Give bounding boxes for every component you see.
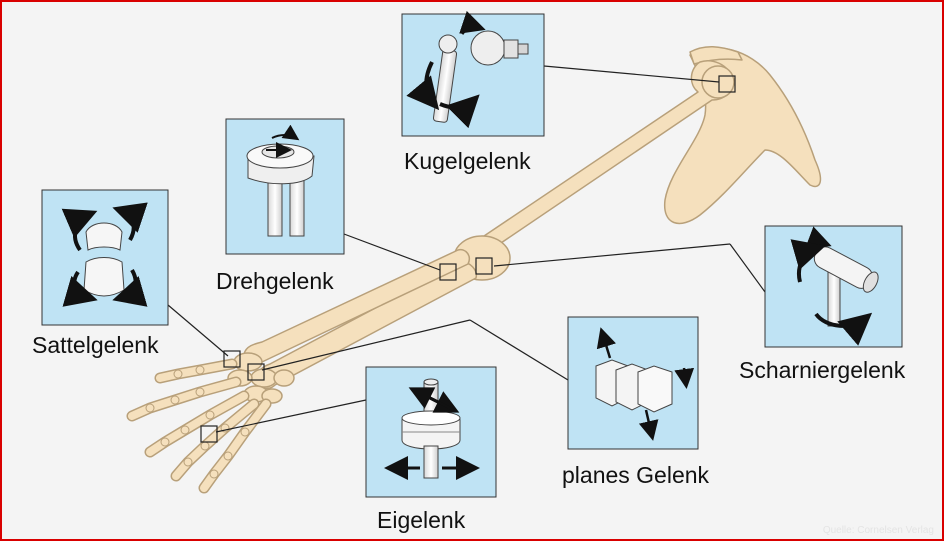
marker-elbow-hinge bbox=[475, 257, 493, 275]
label-planes-gelenk: planes Gelenk bbox=[562, 462, 710, 488]
label-eigelenk: Eigelenk bbox=[377, 507, 466, 533]
label-sattelgelenk: Sattelgelenk bbox=[32, 332, 159, 358]
marker-shoulder bbox=[718, 75, 736, 93]
marker-thumb-saddle bbox=[223, 350, 241, 368]
scharniergelenk-box bbox=[764, 225, 903, 348]
marker-elbow-radioulnar bbox=[439, 263, 457, 281]
finger-bones bbox=[126, 358, 272, 494]
sattelgelenk-box bbox=[41, 189, 169, 326]
scapula bbox=[664, 47, 822, 225]
source-watermark: Quelle: Cornelsen Verlag bbox=[822, 525, 934, 536]
label-scharniergelenk: Scharniergelenk bbox=[739, 357, 906, 383]
planes-gelenk-box bbox=[567, 316, 699, 450]
marker-finger-ellipsoid bbox=[200, 425, 218, 443]
arm-bones bbox=[227, 46, 822, 404]
marker-wrist-plane bbox=[247, 363, 265, 381]
carpal-5 bbox=[273, 369, 295, 387]
radius bbox=[243, 248, 470, 365]
label-drehgelenk: Drehgelenk bbox=[216, 268, 334, 294]
drehgelenk-box bbox=[225, 118, 345, 255]
leader-lines bbox=[167, 65, 766, 433]
label-kugelgelenk: Kugelgelenk bbox=[404, 148, 531, 174]
joint-markers bbox=[200, 75, 736, 443]
kugelgelenk-box bbox=[401, 10, 545, 137]
eigelenk-box bbox=[365, 366, 497, 498]
